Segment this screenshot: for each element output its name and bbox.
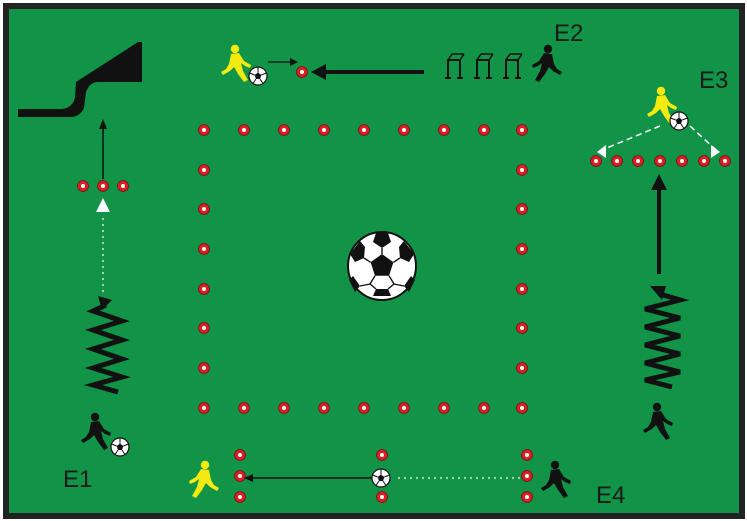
label-e3: E3	[699, 67, 728, 94]
label-e4: E4	[596, 482, 625, 509]
label-e2: E2	[554, 20, 583, 47]
center-soccer-ball-icon	[348, 232, 416, 300]
label-e1: E1	[63, 466, 92, 493]
